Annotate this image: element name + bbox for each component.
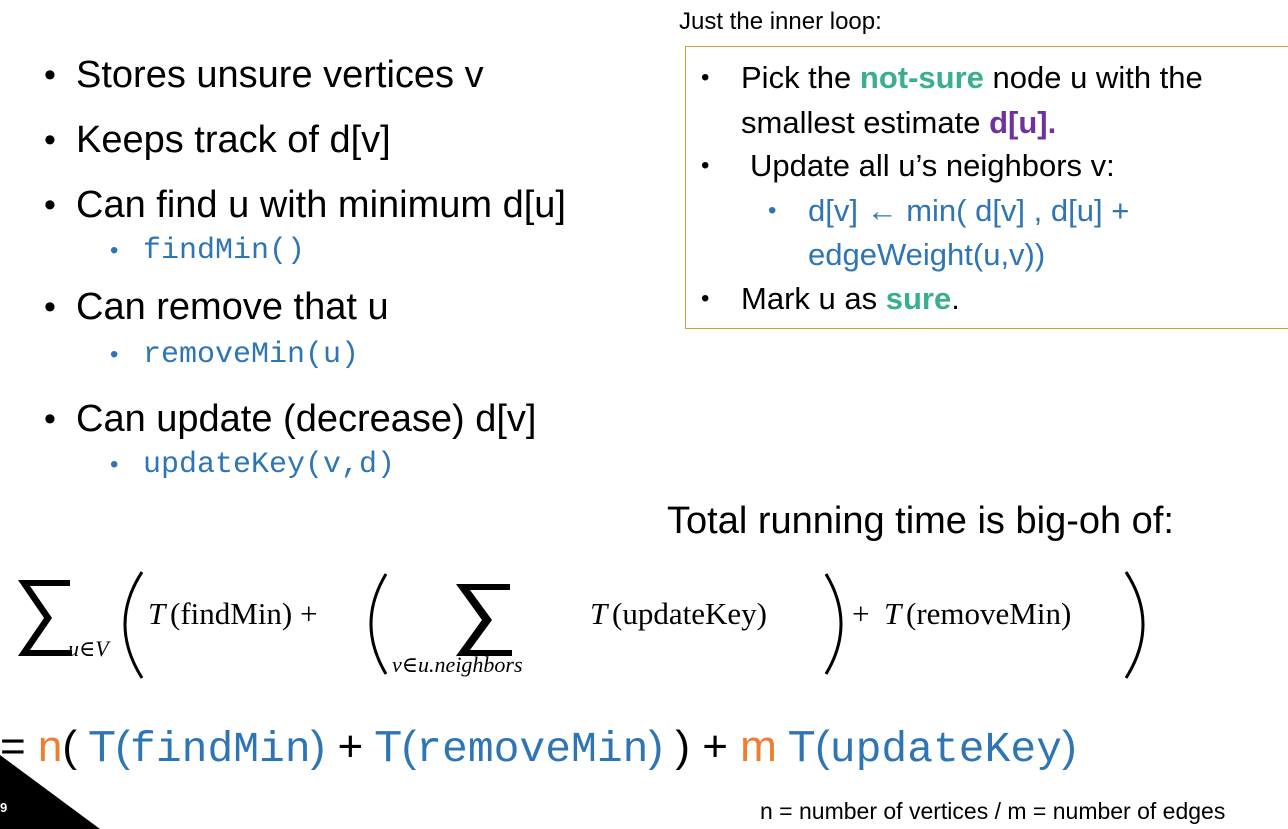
inner-loop-item-continued: smallest estimate d[u]. bbox=[741, 104, 1056, 141]
right-paren-inner-icon bbox=[824, 573, 843, 675]
total-running-time-label: Total running time is big-oh of: bbox=[667, 500, 1174, 542]
text: Mark u as bbox=[741, 281, 886, 316]
summation-formula: u∈V T (findMin) + v∈u.neighbors T (updat… bbox=[0, 560, 1288, 700]
left-paren-icon bbox=[123, 571, 144, 679]
t-symbol: T( bbox=[776, 722, 830, 771]
inner-loop-title: Just the inner loop: bbox=[679, 8, 882, 35]
sigma-outer-icon bbox=[18, 580, 72, 656]
paren: ) bbox=[310, 722, 326, 771]
paren: ) bbox=[1062, 722, 1077, 771]
sub-bullet-item: •findMin() bbox=[110, 234, 306, 268]
bullet-text: Stores unsure vertices v bbox=[76, 54, 484, 96]
bullet-item: •Stores unsure vertices v bbox=[44, 54, 484, 96]
slide-number: 9 bbox=[0, 800, 8, 815]
text: . bbox=[951, 281, 960, 316]
paren: ) bbox=[648, 722, 664, 771]
inner-loop-item: •Pick the not-sure node u with the bbox=[701, 60, 1203, 95]
sigma-inner-icon bbox=[456, 584, 512, 656]
code-text: findMin() bbox=[143, 234, 306, 268]
inner-loop-subitem-continued: edgeWeight(u,v)) bbox=[808, 236, 1045, 273]
bullet-text: Can remove that u bbox=[76, 286, 389, 328]
text: d[v] ← min( d[v] , d[u] + bbox=[808, 193, 1130, 228]
bullet-item: •Can update (decrease) d[v] bbox=[44, 398, 537, 440]
code-text: updateKey(v,d) bbox=[143, 448, 396, 482]
updatekey-code: updateKey bbox=[829, 725, 1063, 774]
bullet-item: •Can remove that u bbox=[44, 286, 389, 328]
not-sure-highlight: not-sure bbox=[859, 60, 984, 95]
sub-bullet-item: •removeMin(u) bbox=[110, 338, 360, 372]
running-time-equation: = n( T(findMin) + T(removeMin) ) + m T(u… bbox=[0, 722, 1077, 774]
bullet-text: Keeps track of d[v] bbox=[76, 119, 391, 161]
removemin-term: (removeMin) bbox=[906, 596, 1072, 631]
inner-loop-item: •Update all u’s neighbors v: bbox=[701, 148, 1115, 183]
t-symbol: T( bbox=[88, 722, 131, 771]
text: Pick the bbox=[741, 60, 860, 95]
du-highlight: d[u]. bbox=[989, 105, 1057, 140]
bullet-item: •Keeps track of d[v] bbox=[44, 119, 391, 161]
sure-highlight: sure bbox=[885, 281, 952, 316]
t-symbol: T bbox=[590, 596, 608, 631]
t-symbol: T( bbox=[374, 722, 417, 771]
paren-plus: ) + bbox=[663, 722, 741, 771]
bullet-list: •Stores unsure vertices v •Keeps track o… bbox=[38, 52, 658, 484]
text: smallest estimate bbox=[741, 105, 990, 140]
inner-loop-item: •Mark u as sure. bbox=[701, 281, 960, 316]
paren: ( bbox=[62, 722, 89, 771]
right-paren-icon bbox=[1124, 571, 1145, 679]
m-variable: m bbox=[740, 722, 777, 771]
plus-sign: + bbox=[852, 596, 870, 631]
text: Update all u’s neighbors v: bbox=[750, 148, 1115, 183]
t-symbol: T bbox=[148, 596, 166, 631]
bullet-text: Can find u with minimum d[u] bbox=[76, 184, 566, 226]
plus-sign: + bbox=[325, 722, 375, 771]
formula-symbols bbox=[18, 571, 1145, 679]
bullet-item: •Can find u with minimum d[u] bbox=[44, 184, 566, 226]
left-paren-inner-icon bbox=[369, 573, 388, 675]
inner-sum-subscript: v∈u.neighbors bbox=[392, 652, 523, 677]
bullet-text: Can update (decrease) d[v] bbox=[76, 398, 537, 440]
inner-loop-box: •Pick the not-sure node u with the small… bbox=[685, 46, 1288, 329]
variable-note: n = number of vertices / m = number of e… bbox=[760, 798, 1226, 824]
outer-sum-subscript: u∈V bbox=[68, 636, 109, 661]
text: node u with the bbox=[983, 60, 1203, 95]
updatekey-term: (updateKey) bbox=[612, 596, 767, 631]
sub-bullet-item: •updateKey(v,d) bbox=[110, 448, 396, 482]
code-text: removeMin(u) bbox=[143, 338, 360, 372]
t-symbol: T bbox=[884, 596, 902, 631]
slide-corner-triangle bbox=[0, 755, 100, 829]
text: edgeWeight(u,v)) bbox=[808, 237, 1046, 272]
inner-loop-subitem: •d[v] ← min( d[v] , d[u] + bbox=[768, 193, 1130, 228]
removemin-code: removeMin bbox=[416, 725, 649, 774]
n-variable: n bbox=[37, 722, 63, 771]
findmin-term: (findMin) + bbox=[170, 596, 318, 631]
findmin-code: findMin bbox=[130, 725, 311, 774]
